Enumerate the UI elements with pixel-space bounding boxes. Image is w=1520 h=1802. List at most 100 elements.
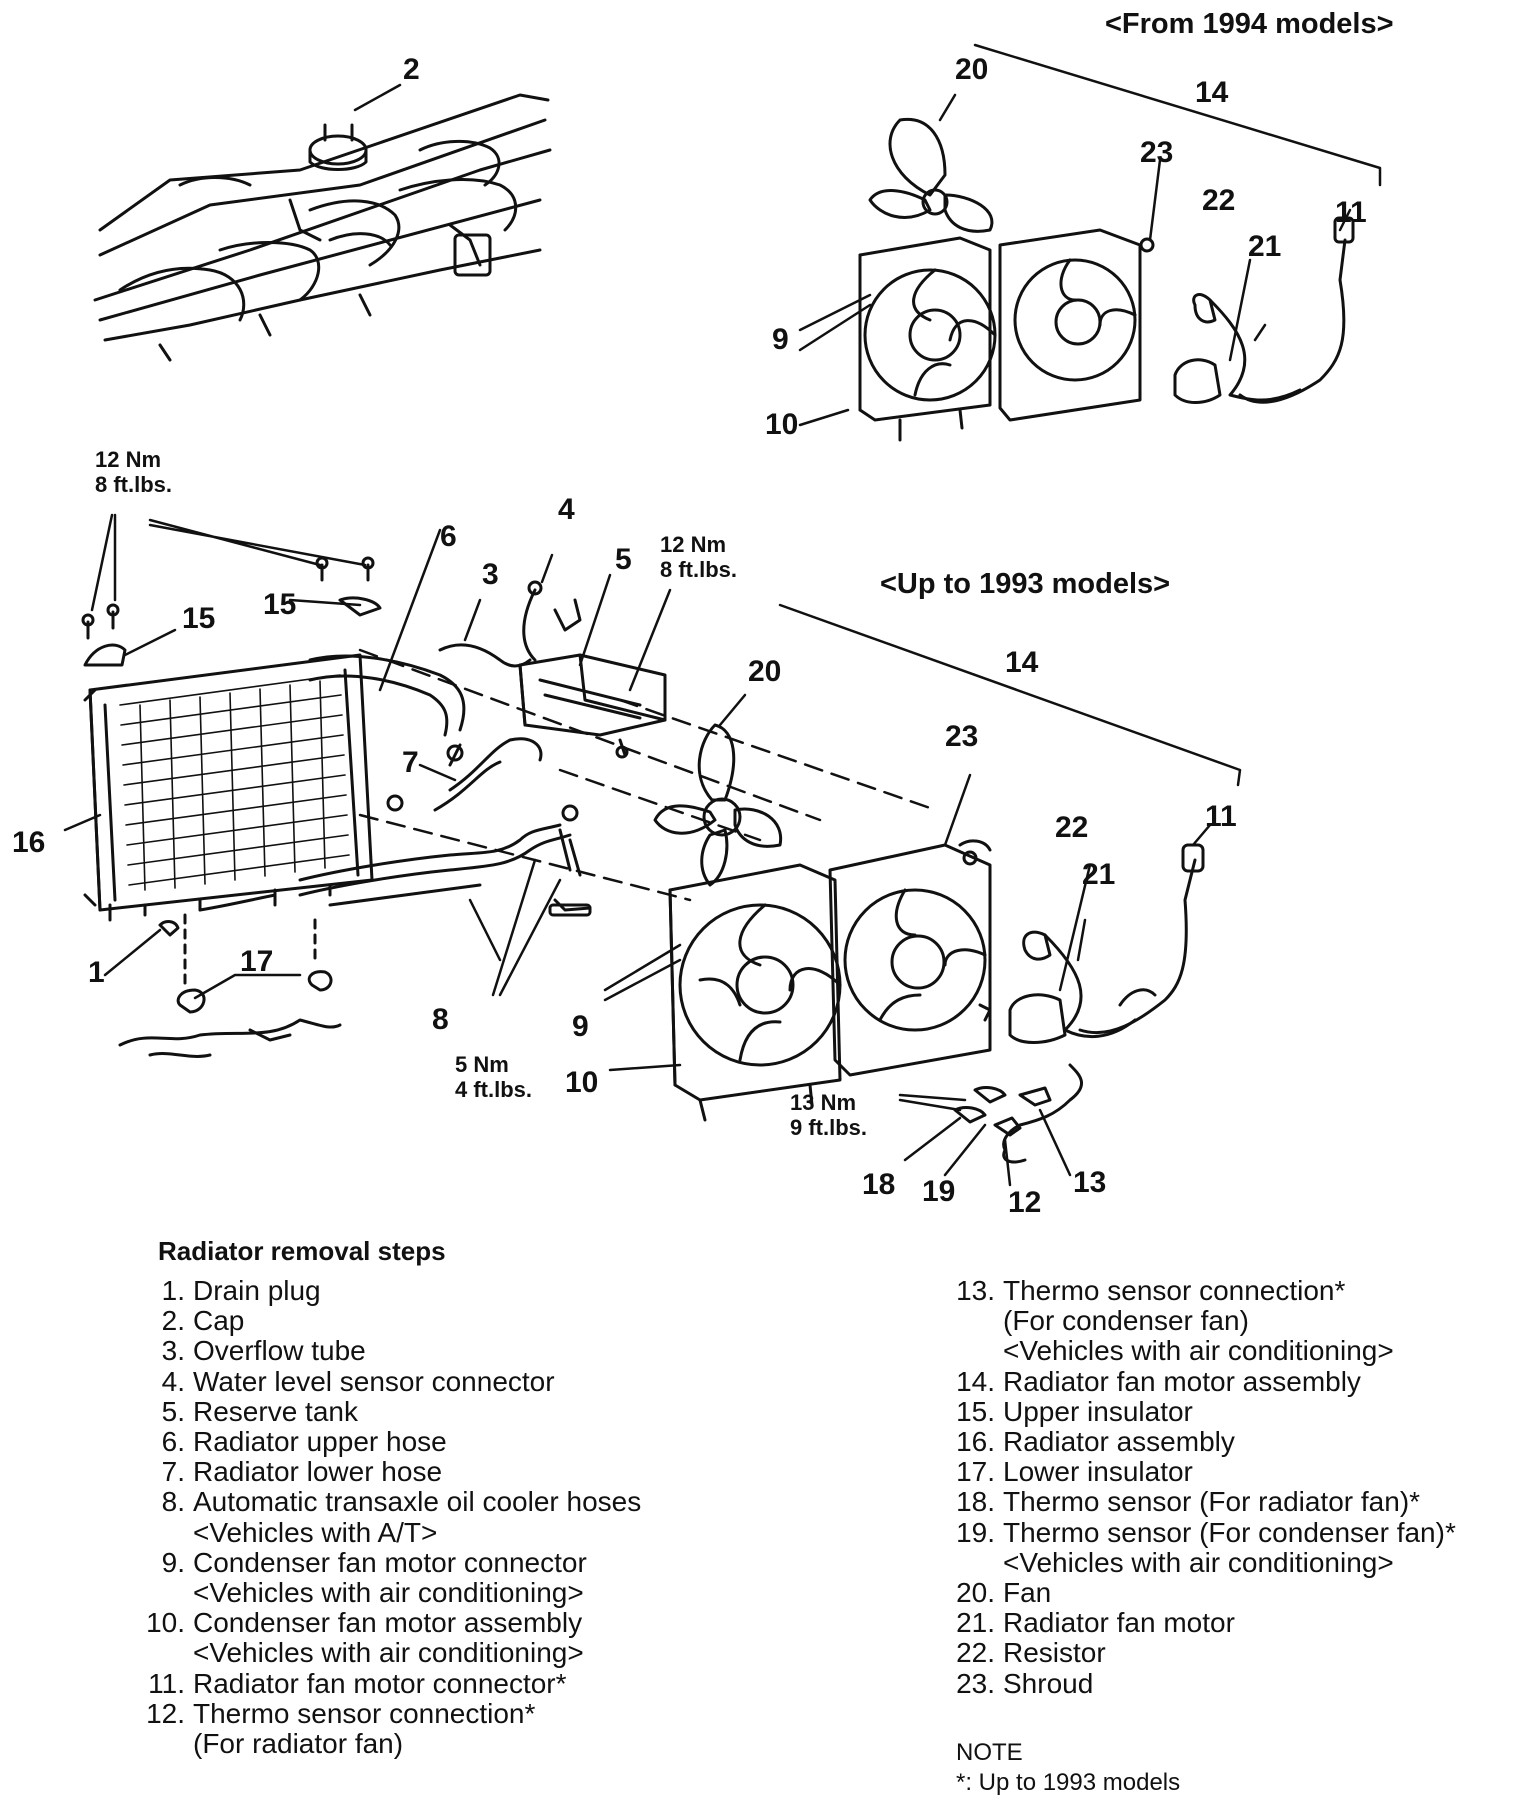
legend-item-text: Fan	[1003, 1577, 1052, 1609]
legend-item: 22.Resistor	[955, 1638, 1456, 1668]
legend-title: Radiator removal steps	[158, 1236, 446, 1266]
legend-item-text: <Vehicles with air conditioning>	[193, 1577, 584, 1609]
legend-item-number	[145, 1578, 185, 1608]
torque-spec-12nm-reserve-tank: 12 Nm 8 ft.lbs.	[660, 532, 737, 582]
legend-item: 13.Thermo sensor connection*	[955, 1275, 1456, 1306]
legend-item-number: 7.	[161, 1456, 185, 1488]
legend-item: 14.Radiator fan motor assembly	[955, 1365, 1456, 1397]
legend-item-number: 1.	[161, 1275, 185, 1306]
legend-item-text: Overflow tube	[193, 1335, 366, 1367]
note: NOTE *: Up to 1993 models	[956, 1738, 1180, 1798]
legend-item-number: 2.	[161, 1305, 185, 1337]
legend-item: 12.Thermo sensor connection*	[145, 1698, 641, 1729]
legend-item-number	[955, 1306, 995, 1336]
callout-19: 19	[922, 1175, 956, 1208]
legend-item-number: 15.	[956, 1395, 995, 1427]
fan-assembly-1993-illustration	[63, 693, 1212, 1187]
callout-22-top: 22	[1202, 184, 1236, 217]
engine-bay-illustration	[93, 83, 552, 362]
legend-item-number: 21.	[956, 1607, 995, 1639]
legend-item-number	[145, 1518, 185, 1548]
callout-13: 13	[1073, 1166, 1107, 1199]
legend-item-number: 17.	[956, 1456, 995, 1488]
legend-item-number: 23.	[956, 1667, 995, 1699]
legend-item-number	[145, 1729, 185, 1759]
callout-6: 6	[440, 520, 457, 553]
callout-22-bottom: 22	[1055, 811, 1089, 844]
callout-15-left: 15	[182, 602, 216, 635]
legend-item-number	[955, 1548, 995, 1578]
legend-item: 17.Lower insulator	[955, 1457, 1456, 1487]
torque-ftlbs: 4 ft.lbs.	[455, 1077, 533, 1102]
radiator-assembly-illustration	[83, 653, 374, 922]
radiator-core-hatching	[119, 674, 350, 891]
torque-ftlbs: 8 ft.lbs.	[95, 472, 173, 497]
callout-11-bottom: 11	[1205, 800, 1237, 833]
legend-item-text: Condenser fan motor assembly	[193, 1607, 583, 1639]
legend-item: 3.Overflow tube	[145, 1336, 641, 1366]
legend-item: 23.Shroud	[955, 1667, 1456, 1699]
callout-14-top: 14	[1195, 76, 1229, 109]
callout-15-right: 15	[263, 588, 297, 621]
legend-item-text: Radiator fan motor assembly	[1003, 1365, 1361, 1397]
legend-item-number: 9.	[161, 1546, 185, 1578]
callout-18: 18	[862, 1168, 896, 1201]
legend-item-text: Radiator assembly	[1003, 1426, 1235, 1458]
legend-item-number: 18.	[956, 1486, 995, 1518]
callout-9-bottom: 9	[572, 1010, 589, 1043]
legend-item: 21.Radiator fan motor	[955, 1608, 1456, 1638]
callout-2: 2	[403, 53, 420, 86]
legend-item-text: Cap	[193, 1305, 245, 1337]
legend-item-text: Water level sensor connector	[193, 1365, 555, 1397]
legend-item-text: Automatic transaxle oil cooler hoses	[193, 1486, 642, 1518]
torque-nm: 13 Nm	[790, 1090, 857, 1115]
legend-item: <Vehicles with A/T>	[145, 1516, 641, 1548]
legend-item: 19.Thermo sensor (For condenser fan)*	[955, 1517, 1456, 1548]
torque-nm: 12 Nm	[660, 532, 727, 557]
torque-ftlbs: 9 ft.lbs.	[790, 1115, 868, 1140]
legend-item-number: 14.	[956, 1365, 995, 1397]
torque-spec-13nm: 13 Nm 9 ft.lbs.	[790, 1090, 867, 1140]
legend-item-text: <Vehicles with air conditioning>	[1003, 1335, 1394, 1367]
legend-item: 1. Drain plug	[145, 1275, 641, 1306]
legend-item-text: Drain plug	[193, 1275, 321, 1306]
legend-item: 10.Condenser fan motor assembly	[145, 1608, 641, 1638]
callout-1: 1	[88, 956, 105, 989]
legend-item-number: 22.	[956, 1637, 995, 1669]
legend-item-text: Condenser fan motor connector	[193, 1546, 587, 1578]
legend-item: 8.Automatic transaxle oil cooler hoses	[145, 1486, 642, 1518]
legend-item-text: <Vehicles with air conditioning>	[1003, 1546, 1394, 1578]
legend-item-text: Radiator fan motor	[1003, 1607, 1235, 1639]
legend-item-text: Upper insulator	[1003, 1395, 1193, 1427]
legend-item: 15.Upper insulator	[955, 1395, 1456, 1427]
legend-item-text: Radiator fan motor connector*	[193, 1667, 567, 1699]
legend-item-number: 4.	[161, 1365, 185, 1397]
legend-item-number: 5.	[161, 1395, 185, 1427]
legend-item: 4.Water level sensor connector	[145, 1365, 641, 1397]
callout-23-bottom: 23	[945, 720, 979, 753]
legend-item-text: <Vehicles with A/T>	[193, 1516, 438, 1548]
legend-item: <Vehicles with air conditioning>	[955, 1546, 1456, 1578]
legend-item-number	[955, 1336, 995, 1366]
callout-9-top: 9	[772, 323, 789, 356]
callout-8: 8	[432, 1003, 449, 1036]
legend-item-text: Resistor	[1003, 1637, 1106, 1669]
legend-item: <Vehicles with air conditioning>	[145, 1577, 641, 1609]
legend-item: 9.Condenser fan motor connector	[145, 1546, 641, 1578]
legend-column-right: 13.Thermo sensor connection*(For condens…	[955, 1275, 1456, 1699]
note-text: *: Up to 1993 models	[956, 1769, 1181, 1796]
legend-item: 7.Radiator lower hose	[145, 1457, 641, 1487]
heading-up-to-1993-models: <Up to 1993 models>	[880, 568, 1171, 600]
legend-item-text: (For radiator fan)	[193, 1728, 404, 1760]
callout-20-bottom: 20	[748, 655, 782, 688]
torque-spec-5nm: 5 Nm 4 ft.lbs.	[455, 1052, 532, 1102]
legend-item: 5.Reserve tank	[145, 1395, 641, 1427]
legend-item-number: 3.	[161, 1335, 185, 1367]
legend-item-number: 11.	[148, 1667, 185, 1699]
legend-item: (For radiator fan)	[145, 1728, 641, 1760]
callout-16: 16	[12, 826, 46, 859]
legend-item-text: Thermo sensor (For radiator fan)*	[1003, 1486, 1421, 1518]
radiator-mount-hardware	[81, 513, 382, 667]
